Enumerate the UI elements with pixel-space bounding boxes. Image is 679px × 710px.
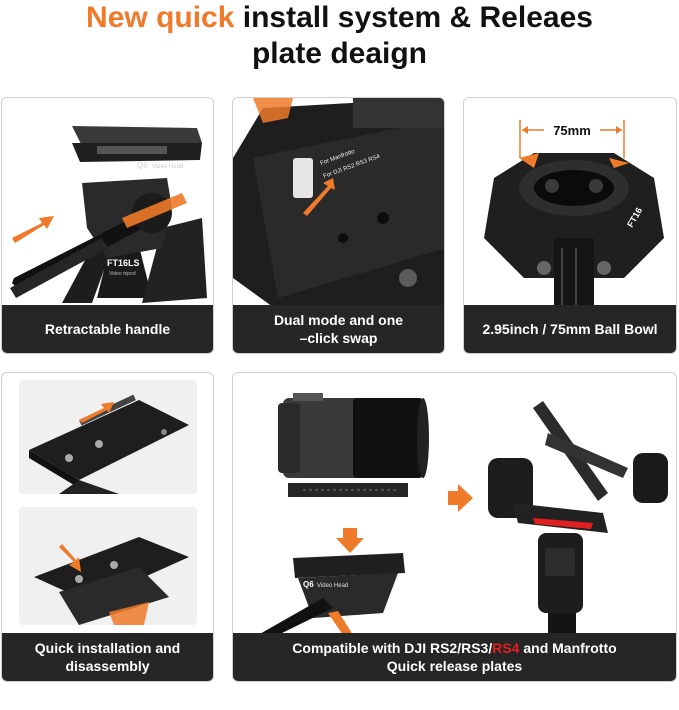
headline-line-2: plate deaign <box>251 37 428 70</box>
install-photo-bottom-art <box>19 507 197 625</box>
panel-dual-mode: For Manfrotto For DJI RS2 RS3 RS4 Dual m… <box>232 97 445 354</box>
headline-line-1: New quick install system & Releaes <box>0 0 679 36</box>
caption-text: 2.95inch / 75mm Ball Bowl <box>482 321 658 337</box>
headline-accent: New quick <box>86 1 235 34</box>
install-photo-top <box>19 380 197 494</box>
caption-text: Retractable handle <box>44 321 171 337</box>
panel-ball-bowl: 75mm FT16 2.95inch / 75mm Ball Bowl <box>463 97 677 354</box>
caption-line-2: Quick release plates <box>386 658 523 674</box>
caption-dual-mode: Dual mode and one –click swap <box>233 305 444 353</box>
tripod-head-photo: Q6 Video Head FT16LS Video tripod <box>2 98 213 307</box>
head-brand-label: Q6 <box>137 161 148 170</box>
model-label: FT16LS <box>107 258 140 268</box>
caption-part-a: Compatible with DJI RS2/RS3/ <box>292 640 493 656</box>
head-brand-label: Q6 <box>303 580 314 589</box>
headline: New quick install system & Releaes plate… <box>0 0 679 72</box>
caption-line-1: Quick installation and <box>34 640 181 656</box>
caption-line-2: –click swap <box>299 330 378 346</box>
dimension-label: 75mm <box>553 123 591 138</box>
caption-retractable-handle: Retractable handle <box>2 305 213 353</box>
caption-quick-installation: Quick installation and disassembly <box>2 633 213 681</box>
head-sub-label: Video Head <box>152 164 183 170</box>
caption-compatibility: Compatible with DJI RS2/RS3/RS4 and Manf… <box>233 633 676 681</box>
caption-line-1: Compatible with DJI RS2/RS3/RS4 and Manf… <box>292 639 616 657</box>
model-sub-label: Video tripod <box>109 271 136 277</box>
caption-ball-bowl: 2.95inch / 75mm Ball Bowl <box>464 305 676 353</box>
ball-bowl-photo: 75mm FT16 <box>464 98 676 307</box>
camera-gimbal-photo: Q6 Video Head <box>233 373 676 635</box>
install-photo-bottom <box>19 507 197 625</box>
head-sub-label: Video Head <box>317 583 348 589</box>
caption-line-2: disassembly <box>65 658 150 674</box>
headline-rest: install system & Releaes <box>234 1 593 34</box>
caption-line-1: Dual mode and one <box>273 312 404 328</box>
panel-compatibility: Q6 Video Head Compatible with DJI RS2/RS… <box>232 372 677 682</box>
panel-quick-installation: Quick installation and disassembly <box>1 372 214 682</box>
caption-part-highlight: RS4 <box>492 640 520 656</box>
release-plate-photo: For Manfrotto For DJI RS2 RS3 RS4 <box>233 98 444 307</box>
panel-retractable-handle: Q6 Video Head FT16LS Video tripod Retrac… <box>1 97 214 354</box>
install-photo-top-art <box>19 380 197 494</box>
caption-part-b: and Manfrotto <box>519 640 617 656</box>
